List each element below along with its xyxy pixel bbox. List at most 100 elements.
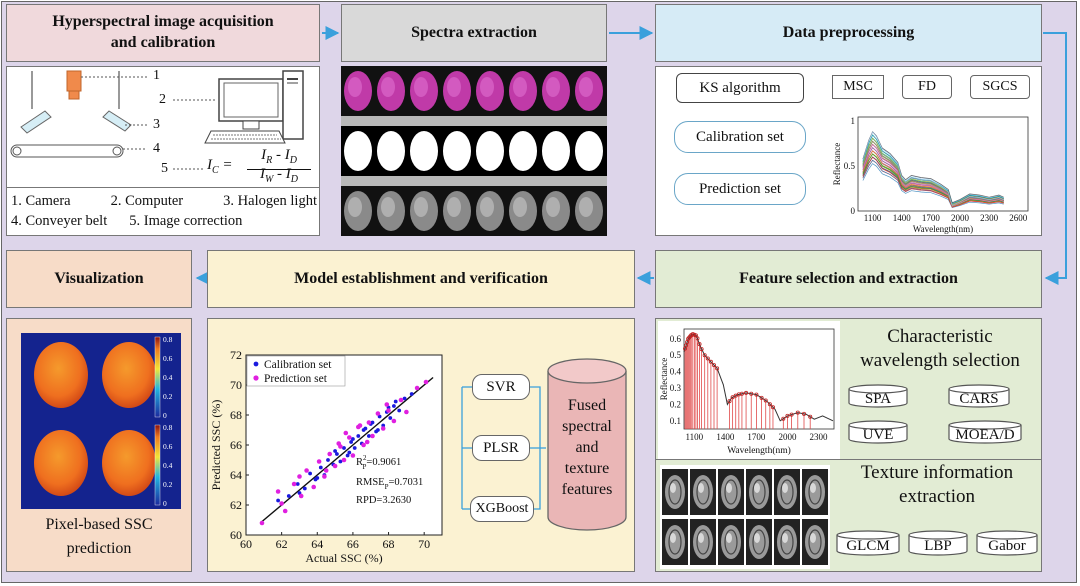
calibration-point — [315, 476, 320, 480]
colorbar-tick: 0.4 — [163, 373, 173, 382]
ks-algorithm-box: KS algorithm — [676, 73, 804, 103]
selected-wavelength-marker — [749, 391, 754, 396]
mask-fruit — [542, 131, 570, 171]
callout-camera: 1 — [153, 68, 160, 83]
calibration-point — [402, 396, 407, 401]
method-cars-label: CARS — [959, 391, 999, 407]
calibration-point — [308, 471, 312, 476]
caption-line-1: Pixel-based SSC — [45, 516, 153, 533]
legend-calibration-label: Calibration set — [264, 359, 332, 371]
selected-wavelength-marker — [785, 413, 790, 418]
pseudo-color-fruit — [377, 71, 405, 111]
feat-ylabel: Reflectance — [659, 358, 669, 400]
visualization-caption: Pixel-based SSC prediction — [7, 513, 191, 561]
prep-spectrum-line — [862, 131, 1004, 206]
selected-wavelength-marker — [763, 398, 768, 403]
calibration-point — [349, 440, 353, 444]
texture-image — [662, 519, 688, 565]
calibration-point — [276, 498, 280, 503]
texture-image — [746, 469, 772, 515]
gray-fruit — [476, 191, 504, 231]
calibration-point — [388, 416, 393, 420]
stage-preprocessing-title: Data preprocessing — [782, 23, 915, 41]
colorbar-tick: 0.6 — [163, 354, 173, 363]
texture-image — [718, 469, 744, 515]
texture-image — [662, 469, 688, 515]
prediction-point — [338, 444, 343, 449]
ssc-map-fruit — [102, 430, 156, 496]
prep-xtick: 2000 — [951, 213, 970, 223]
scatter-ytick-label: 70 — [230, 378, 242, 392]
method-fd-label: FD — [918, 79, 936, 94]
method-uve-label: UVE — [862, 427, 894, 443]
scatter-ytick-label: 64 — [230, 468, 242, 482]
prediction-point — [282, 508, 288, 514]
selected-wavelength-marker — [744, 390, 749, 395]
prediction-point — [386, 408, 391, 413]
formula-num-b: I — [284, 147, 290, 163]
legend-belt: 4. Conveyer belt — [11, 213, 108, 229]
pseudo-color-fruit — [344, 71, 372, 111]
prediction-point — [297, 474, 302, 479]
camera-body — [66, 70, 82, 92]
stage-acquisition-header: Hyperspectral image acquisition and cali… — [6, 4, 320, 62]
calibration-point — [356, 434, 361, 438]
colorbar-tick: 0 — [163, 499, 167, 508]
prediction-point — [391, 418, 397, 424]
prep-xtick: 1400 — [893, 213, 912, 223]
scatter-ylabel: Predicted SSC (%) — [210, 400, 223, 491]
ssc-prediction-maps: 0.80.60.40.200.80.60.40.20 — [21, 333, 181, 509]
prep-xtick: 2600 — [1009, 213, 1028, 223]
prediction-point — [423, 379, 429, 385]
gray-fruit — [377, 191, 405, 231]
stage-model-title: Model establishment and verification — [294, 269, 548, 287]
stage-feature-title: Feature selection and extraction — [739, 269, 958, 287]
fused-features-label: Fused spectral and texture features — [548, 395, 626, 500]
feat-xtick: 1400 — [716, 432, 735, 442]
acquisition-legend: 1. Camera 2. Computer 3. Halogen light 4… — [11, 191, 317, 231]
prediction-point — [332, 463, 338, 469]
calibration-set-box: Calibration set — [674, 121, 806, 153]
colorbar-tick: 0.8 — [163, 335, 173, 344]
method-fd-box: FD — [902, 75, 952, 99]
prediction-point — [291, 481, 297, 487]
selected-wavelength-marker — [693, 333, 698, 338]
caption-line-2: prediction — [66, 540, 132, 557]
computer-tower — [282, 70, 304, 140]
calibration-point — [302, 486, 307, 491]
calibration-point — [361, 428, 366, 432]
scatter-fit-line — [259, 376, 434, 524]
pseudo-color-fruit — [575, 71, 603, 111]
calibration-point — [351, 437, 355, 441]
stat-rpd: RPD=3.2630 — [356, 495, 411, 506]
prep-xtick: 1100 — [864, 213, 882, 223]
prep-xlabel: Wavelength(nm) — [913, 224, 973, 234]
model-xgboost-box: XGBoost — [470, 496, 534, 522]
scatter-xtick-label: 62 — [276, 537, 288, 551]
prep-spectrum-line — [862, 140, 1004, 206]
formula-num-sub-a: R — [266, 155, 273, 166]
prediction-point — [279, 501, 284, 506]
prediction-point — [398, 397, 404, 403]
selected-wavelength-marker — [727, 399, 732, 404]
method-moead-label: MOEA/D — [955, 427, 1015, 443]
method-msc-label: MSC — [843, 79, 873, 94]
stage-spectra-title: Spectra extraction — [411, 23, 537, 41]
feat-xtick: 1700 — [747, 432, 766, 442]
prep-spectrum-line — [862, 156, 1004, 208]
scatter-ytick-label: 72 — [230, 348, 242, 362]
stat-rmse: RMSEP=0.7031 — [356, 477, 423, 491]
mask-fruit — [509, 131, 537, 171]
legend-divider — [7, 187, 319, 188]
colorbar-tick: 0.2 — [163, 480, 173, 489]
texture-image — [690, 469, 716, 515]
callout-belt: 4 — [153, 141, 160, 156]
calibration-point — [286, 494, 291, 498]
calibration-point — [295, 482, 300, 486]
prediction-point — [357, 423, 363, 428]
feat-ytick: 0.6 — [670, 334, 682, 344]
ssc-map-fruit — [34, 430, 88, 496]
feat-ytick: 0.3 — [670, 383, 682, 393]
texture-image — [718, 519, 744, 565]
